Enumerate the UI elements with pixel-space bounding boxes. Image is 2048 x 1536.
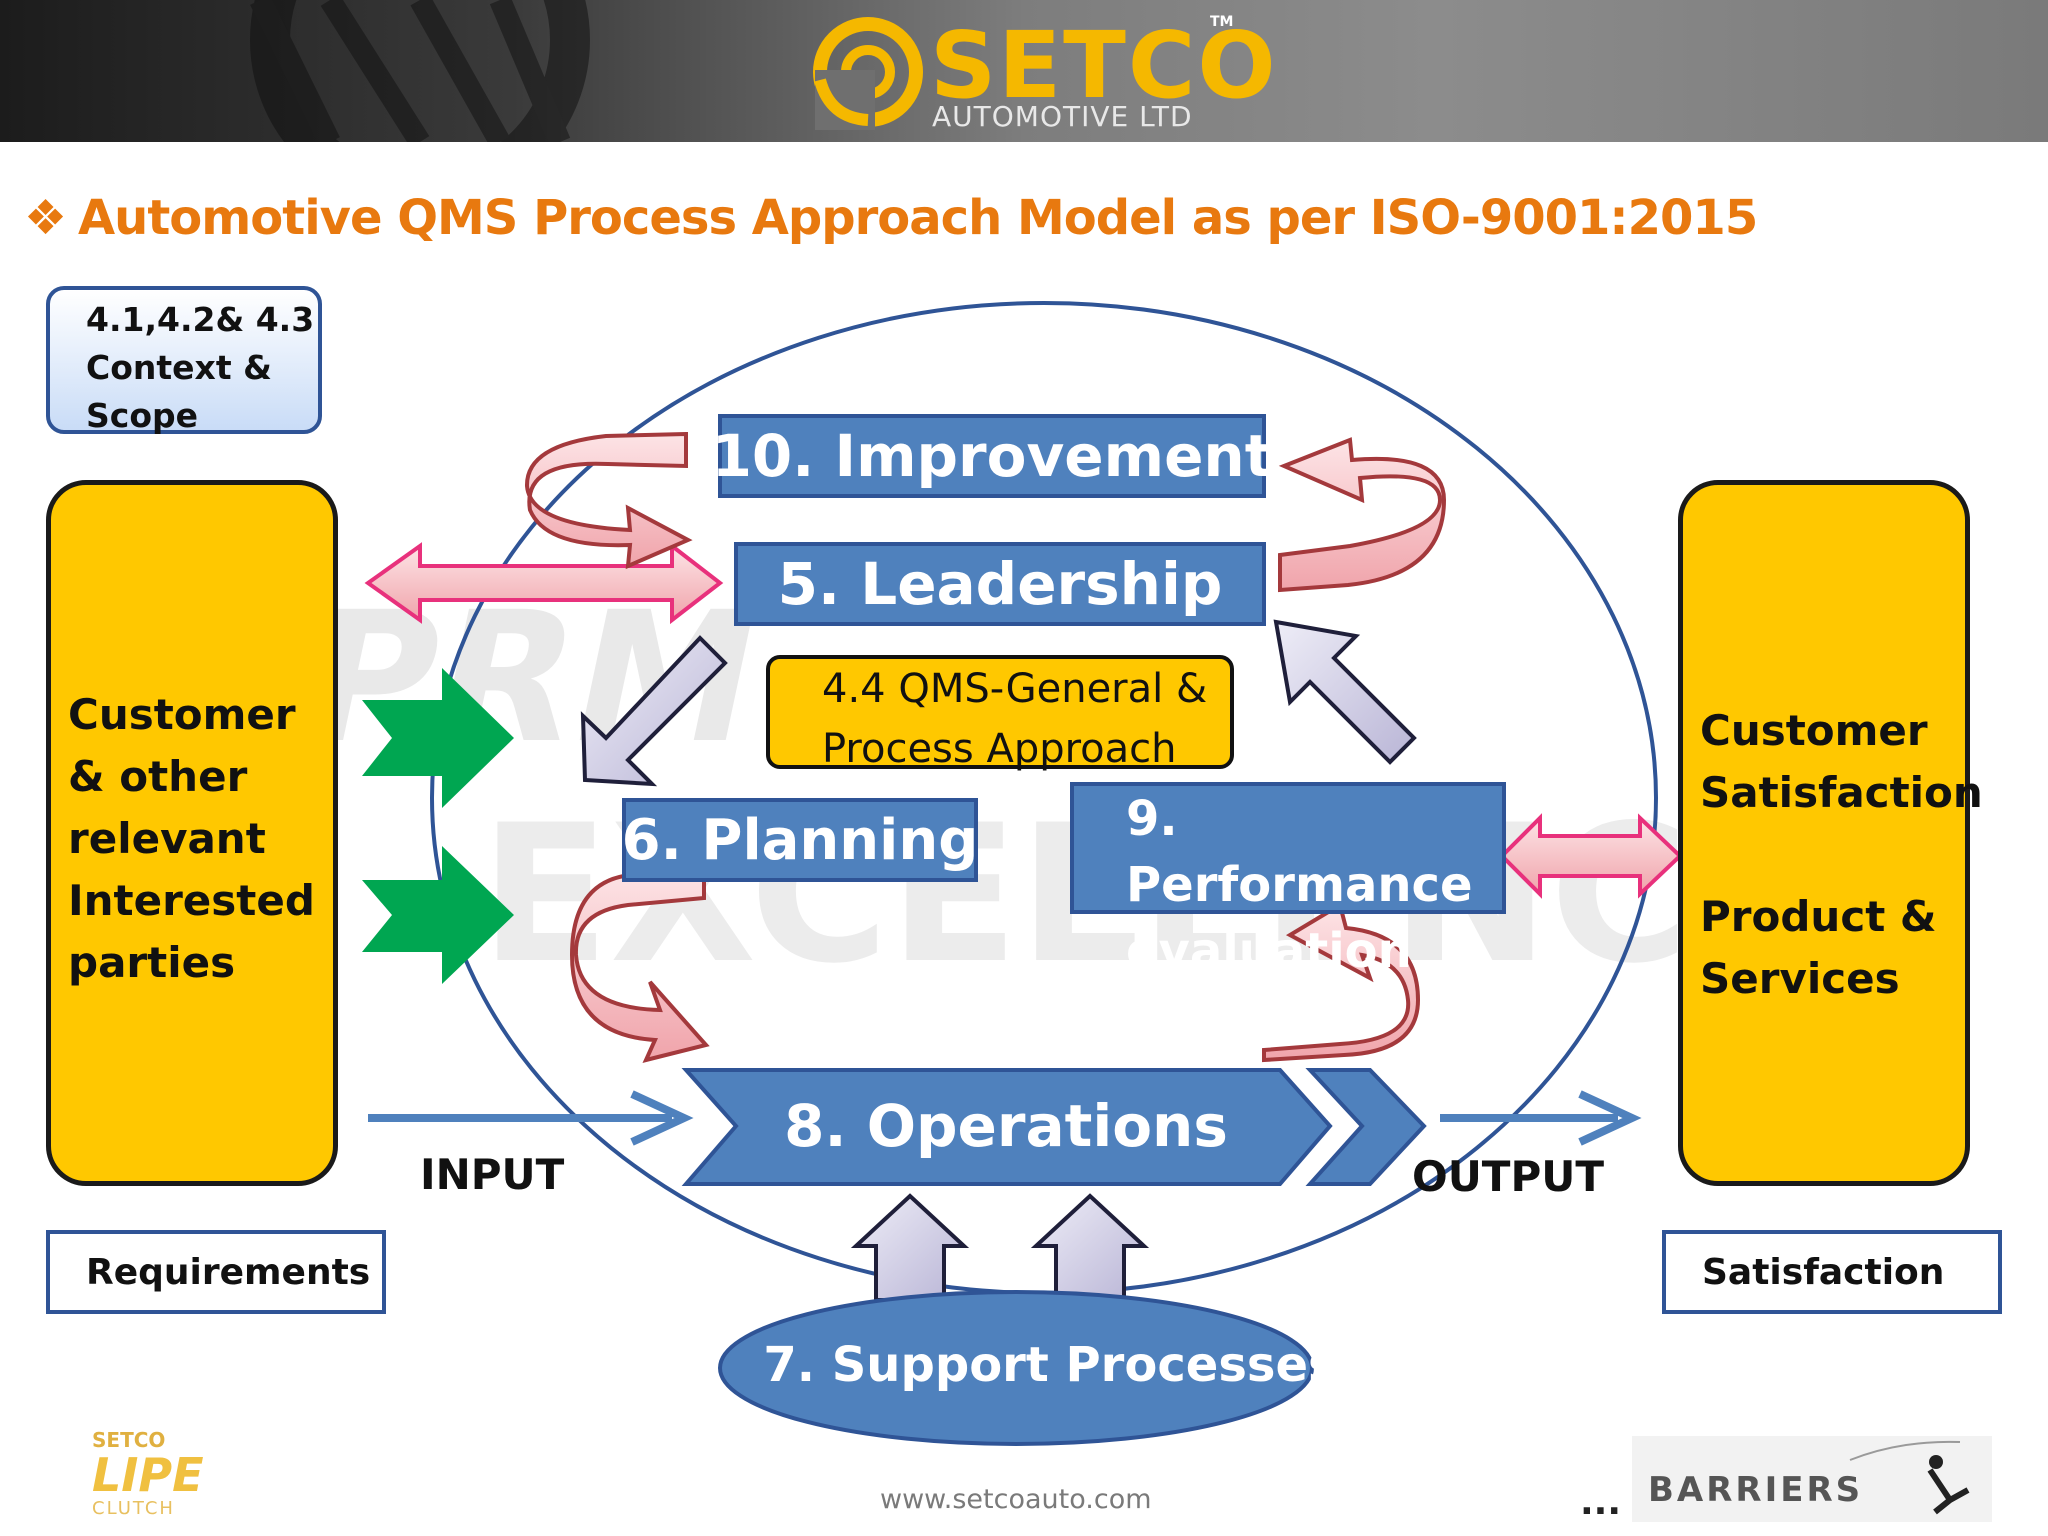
lipe-logo-brand: SETCO [92, 1428, 166, 1452]
output-arrow-head-icon [1578, 1090, 1642, 1146]
performance-line-1: 9. Performance [1126, 791, 1473, 913]
context-scope-box: 4.1,4.2& 4.3 Context & Scope [46, 286, 322, 435]
footer-ellipsis: ... [1580, 1482, 1622, 1523]
cycle-arrow-icon [1278, 437, 1447, 593]
input-arrow-head-icon [630, 1090, 694, 1146]
operations-chevron [681, 1068, 1333, 1186]
performance-line-2: evaluation [1126, 923, 1412, 979]
support-ellipse [718, 1290, 1314, 1446]
operations-label: 8. Operations [784, 1092, 1228, 1160]
trademark-mark: TM [1210, 14, 1234, 30]
panel-line: parties [68, 938, 236, 987]
diagonal-arrow-icon [580, 635, 728, 787]
satisfaction-box: Satisfaction [1662, 1230, 2002, 1314]
panel-spacer [1700, 824, 1983, 886]
lipe-logo-name: LIPE [92, 1448, 204, 1502]
context-line-2: Context & [86, 348, 272, 387]
panel-line: Services [1700, 954, 1900, 1003]
barriers-logo-icon [1632, 1436, 1992, 1522]
output-label: OUTPUT [1412, 1152, 1604, 1201]
page-title-text: Automotive QMS Process Approach Model as… [78, 190, 1758, 246]
leadership-box: 5. Leadership [734, 542, 1266, 626]
requirements-box: Requirements [46, 1230, 386, 1314]
lipe-logo: SETCO LIPE CLUTCH [92, 1428, 232, 1519]
up-arrow-icon [1030, 1193, 1150, 1302]
cycle-arrow-icon [569, 867, 710, 1063]
cycle-arrow-icon [1262, 901, 1421, 1063]
panel-line: Interested [68, 876, 315, 925]
diagonal-arrow-icon [1273, 619, 1417, 765]
panel-line: Customer [68, 690, 296, 739]
satisfaction-text: Customer Satisfaction Product & Services [1700, 700, 1983, 1010]
barriers-logo-text: BARRIERS [1648, 1470, 1864, 1510]
panel-line: relevant [68, 814, 266, 863]
panel-line: Customer [1700, 706, 1928, 755]
panel-line: Satisfaction [1700, 768, 1983, 817]
footer-url[interactable]: www.setcoauto.com [880, 1484, 1152, 1515]
qms-general-box: 4.4 QMS-General & Process Approach [766, 655, 1234, 772]
planning-box: 6. Planning [622, 798, 978, 882]
context-line-3: Scope [86, 396, 199, 435]
operations-chevron-tail [1305, 1068, 1427, 1186]
gear-graphic [250, 0, 590, 142]
lipe-logo-icon [94, 1426, 214, 1516]
green-arrow-icon [362, 846, 514, 984]
interested-parties-panel [46, 480, 338, 1186]
title-bullet-icon: ❖ [24, 190, 67, 246]
banner-graphics [250, 0, 923, 142]
improvement-box: 10. Improvement [712, 414, 1272, 498]
panel-line: & other [68, 752, 248, 801]
setco-logo-icon [813, 17, 923, 130]
brand-subtitle: AUTOMOTIVE LTD [932, 100, 1193, 133]
performance-box: 9. Performance evaluation [1070, 782, 1506, 979]
panel-line: Product & [1700, 892, 1937, 941]
lipe-logo-sub: CLUTCH [92, 1498, 175, 1519]
interested-parties-text: Customer & other relevant Interested par… [68, 684, 315, 994]
cycle-arrow-icon [524, 431, 693, 570]
qms-line-2: Process Approach [822, 726, 1177, 772]
input-label: INPUT [420, 1150, 565, 1199]
support-processes-label: 7. Support Processes [763, 1337, 1337, 1393]
qms-line-1: 4.4 QMS-General & [822, 666, 1208, 712]
double-arrow-icon [364, 541, 724, 625]
satisfaction-panel [1678, 480, 1970, 1186]
page-title: ❖Automotive QMS Process Approach Model a… [24, 190, 1758, 246]
up-arrow-icon [850, 1193, 970, 1302]
brand-name: SETCO [930, 12, 1278, 119]
context-line-1: 4.1,4.2& 4.3 [86, 300, 315, 339]
green-arrow-icon [362, 668, 514, 808]
